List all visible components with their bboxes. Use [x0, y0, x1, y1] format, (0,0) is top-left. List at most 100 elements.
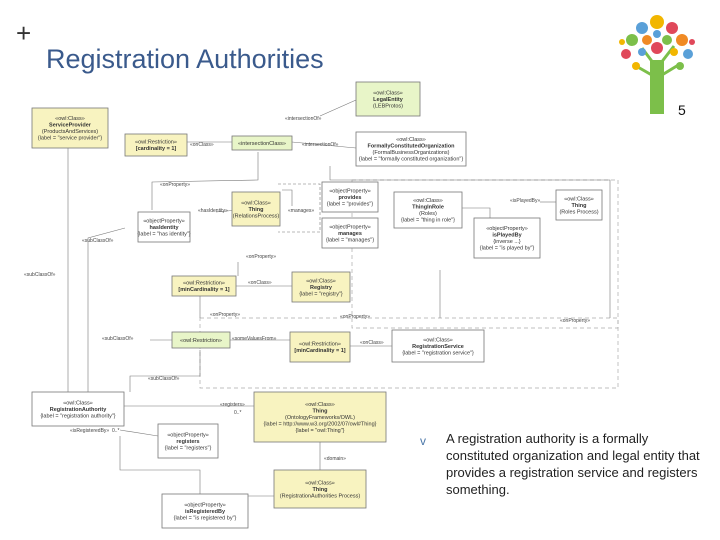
node-line: «objectProperty» [143, 218, 185, 224]
node-line: (RegistrationAuthorities Process) [280, 493, 361, 499]
node-line: ThingInRole [412, 205, 444, 211]
node-line: registers [176, 439, 199, 445]
edge-label: «isPlayedBy» [510, 198, 541, 204]
edge-label: «onProperty» [246, 254, 276, 260]
node-line: {label = "registration authority"} [40, 413, 115, 419]
node-registers: «objectProperty»registers{label = "regis… [157, 423, 219, 459]
node-box [171, 275, 237, 297]
node-box [157, 423, 219, 459]
node-line: {label = "registration service"} [402, 350, 474, 356]
node-line: LegalEntity [373, 97, 404, 103]
node-provides: «objectProperty»provides{label = "provid… [321, 181, 379, 213]
node-line: Registry [310, 285, 333, 291]
node-box [31, 107, 109, 149]
node-box [231, 191, 281, 227]
edge-label: «onClass» [248, 280, 272, 286]
node-line: {label = "registers"} [165, 445, 212, 451]
node-restriction-1: «owl:Restriction»[cardinality = 1] [124, 133, 188, 157]
node-line: «owl:Class» [55, 116, 85, 122]
node-box [231, 135, 293, 151]
node-line: «owl:Class» [396, 137, 426, 143]
tree-logo [619, 15, 695, 114]
node-box [253, 391, 387, 443]
node-line: «intersectionClass» [238, 141, 286, 147]
node-box [289, 331, 351, 363]
edge [319, 99, 357, 117]
node-line: {label = "thing in role"} [401, 218, 455, 224]
node-box [473, 217, 541, 259]
node-restriction-3: «owl:Restriction» [171, 331, 231, 349]
node-line: {label = "manages"} [326, 237, 374, 243]
node-line: {label = http://www.w3.org/2002/07/owl#T… [264, 421, 377, 427]
node-line: Thing [313, 487, 328, 493]
node-box [321, 217, 379, 249]
node-box [393, 191, 463, 229]
node-line: «owl:Restriction» [180, 338, 222, 344]
edge [129, 350, 201, 392]
node-intersection-class: «intersectionClass» [231, 135, 293, 151]
edge-label: «onProperty» [340, 314, 370, 320]
node-line: (OntologyFrameworks/OWL) [285, 415, 355, 421]
slide-body-text: A registration authority is a formally c… [446, 431, 700, 497]
node-line: provides [339, 195, 362, 201]
node-service-provider: «owl:Class»ServiceProvider(ProductsAndSe… [31, 107, 109, 149]
edge-label: «subClassOf» [102, 336, 134, 342]
node-line: (LEBProtos) [373, 103, 403, 109]
edge-label: 0..* [234, 410, 242, 416]
edge [151, 152, 259, 210]
node-box [171, 331, 231, 349]
edge-label: 0..* [112, 428, 120, 434]
edge-label: «onProperty» [560, 318, 590, 324]
node-line: (Roles Process) [559, 209, 598, 215]
node-line: [minCardinality = 1] [294, 348, 345, 354]
node-line: ServiceProvider [49, 123, 92, 129]
node-line: [cardinality = 1] [136, 146, 177, 152]
node-thing-regauth: «owl:Class»Thing(RegistrationAuthorities… [273, 469, 367, 509]
node-line: «owl:Restriction» [135, 140, 177, 146]
node-line: «owl:Class» [305, 480, 335, 486]
edge [462, 207, 491, 218]
edge-label: «onClass» [360, 340, 384, 346]
node-line: isPlayedBy [492, 233, 522, 239]
node-thing-roles: «owl:Class»Thing(Roles Process) [555, 189, 603, 221]
node-line: Thing [313, 408, 328, 414]
page-number: 5 [678, 102, 686, 118]
node-is-played-by: «objectProperty»isPlayedBy{inverse ...}{… [473, 217, 541, 259]
node-box [137, 211, 191, 243]
edge-label: «subClassOf» [24, 272, 56, 278]
edge [87, 227, 126, 392]
edge-label: «subClassOf» [82, 238, 114, 244]
node-line: «owl:Class» [413, 198, 443, 204]
node-line: RegistrationService [412, 344, 464, 350]
edge [291, 141, 357, 149]
node-box [355, 131, 467, 167]
node-line: «objectProperty» [184, 502, 226, 508]
node-line: «owl:Restriction» [183, 281, 225, 287]
node-has-identity: «objectProperty»hasIdentity{label = "has… [137, 211, 191, 243]
node-line: «objectProperty» [486, 226, 528, 232]
node-line: manages [338, 231, 362, 237]
node-line: «owl:Restriction» [299, 342, 341, 348]
node-box [124, 133, 188, 157]
edge [278, 183, 321, 233]
node-line: {label = "service provider"} [38, 136, 102, 142]
node-line: {label = "is played by"} [480, 246, 535, 252]
node-line: Thing [572, 203, 587, 209]
node-box [273, 469, 367, 509]
node-line: RegistrationAuthority [50, 407, 107, 413]
node-box [31, 391, 125, 427]
edge-label: «registers» [220, 402, 245, 408]
node-line: (FormalBusinessOrganizations) [372, 150, 449, 156]
node-line: {label = "is registered by"} [174, 515, 237, 521]
edge-label: «isRegisteredBy» [70, 428, 109, 434]
node-thing-in-role: «owl:Class»ThingInRole(Roles){label = "t… [393, 191, 463, 229]
node-box [161, 493, 249, 529]
node-line: (RelationsProcess) [233, 213, 280, 219]
node-registration-authority: «owl:Class»RegistrationAuthority{label =… [31, 391, 125, 427]
node-line: «owl:Class» [63, 400, 93, 406]
node-line: «owl:Class» [241, 200, 271, 206]
node-line: (ProductsAndServices) [42, 129, 98, 135]
edge [282, 189, 293, 206]
node-registry: «owl:Class»Registry{label = "registry"} [291, 271, 351, 303]
